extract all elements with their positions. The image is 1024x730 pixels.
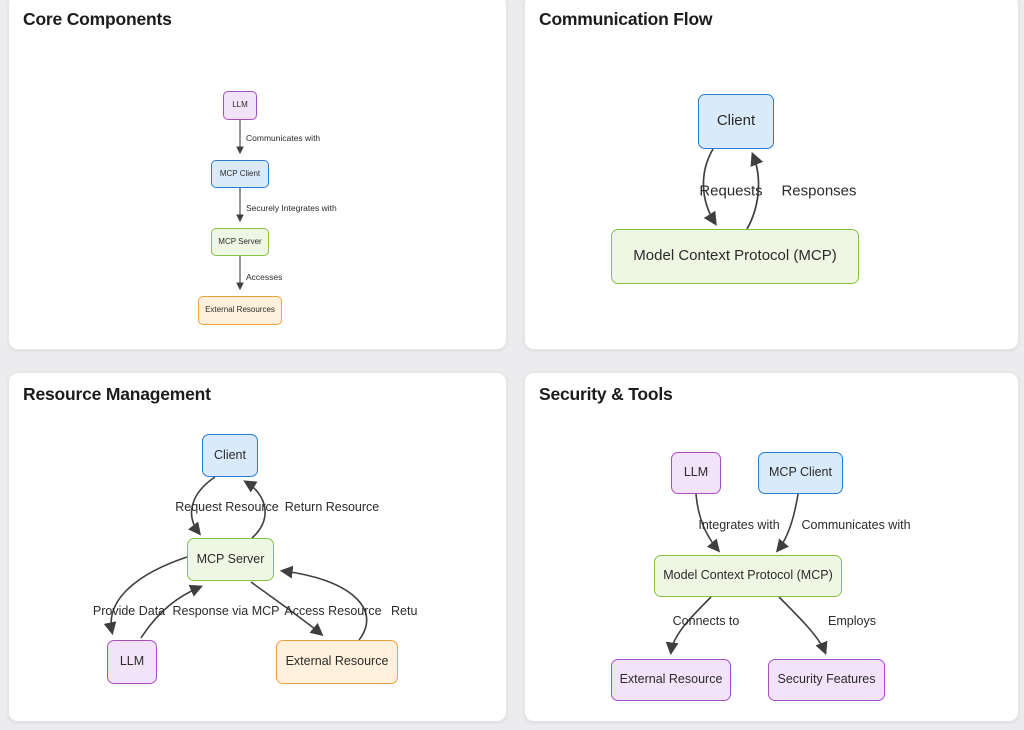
edge-label-communicates-with: Communicates with: [801, 518, 911, 532]
node-mcp: Model Context Protocol (MCP): [611, 229, 859, 284]
edge-label-return-truncated: Retu: [391, 604, 418, 618]
diagram-resource-management: Client MCP Server LLM External Resource …: [9, 373, 506, 721]
node-external-resources: External Resources: [198, 296, 282, 325]
panel-core-components: Core Components LLM MCP Client MCP Serve…: [8, 0, 507, 350]
edge-label-provide-data: Provide Data: [92, 604, 166, 618]
edge-label-communicates-with: Communicates with: [246, 133, 321, 143]
panel-resource-management: Resource Management Client MCP Server LL…: [8, 372, 507, 722]
edge-label-access-resource: Access Resource: [284, 604, 382, 618]
edge-label-integrates-with: Integrates with: [698, 518, 780, 532]
node-client: Client: [202, 434, 258, 477]
node-mcp-server: MCP Server: [187, 538, 274, 581]
panel-title: Security & Tools: [539, 384, 673, 404]
diagram-security-tools: LLM MCP Client Model Context Protocol (M…: [525, 373, 1018, 721]
node-mcp-client: MCP Client: [211, 160, 269, 188]
node-mcp-client: MCP Client: [758, 452, 843, 494]
edge-lines: [702, 148, 764, 230]
edge-label-employs: Employs: [828, 614, 876, 628]
node-llm: LLM: [671, 452, 721, 494]
edge-label-responses: Responses: [781, 182, 857, 200]
diagram-communication-flow: Client Model Context Protocol (MCP) Requ…: [525, 0, 1018, 349]
node-mcp-server: MCP Server: [211, 228, 269, 256]
diagram-core-components: LLM MCP Client MCP Server External Resou…: [9, 0, 506, 349]
edge-label-response-via-mcp: Response via MCP: [172, 604, 280, 618]
edge-label-return-resource: Return Resource: [284, 500, 380, 514]
node-llm: LLM: [223, 91, 257, 120]
edge-label-connects-to: Connects to: [672, 614, 740, 628]
panel-security-tools: Security & Tools LLM MCP Client Model Co…: [524, 372, 1019, 722]
node-client: Client: [698, 94, 774, 149]
edge-label-request-resource: Request Resource: [175, 500, 279, 514]
edge-label-securely-integrates-with: Securely Integrates with: [246, 203, 337, 213]
panel-title: Core Components: [23, 9, 172, 29]
panel-communication-flow: Communication Flow Client Model Context …: [524, 0, 1019, 350]
panel-title: Resource Management: [23, 384, 211, 404]
node-external-resource: External Resource: [276, 640, 398, 684]
panel-title: Communication Flow: [539, 9, 713, 29]
edge-label-accesses: Accesses: [246, 272, 283, 282]
node-external-resource: External Resource: [611, 659, 731, 701]
node-security-features: Security Features: [768, 659, 885, 701]
node-llm: LLM: [107, 640, 157, 684]
edge-label-requests: Requests: [699, 182, 763, 200]
node-mcp: Model Context Protocol (MCP): [654, 555, 842, 597]
